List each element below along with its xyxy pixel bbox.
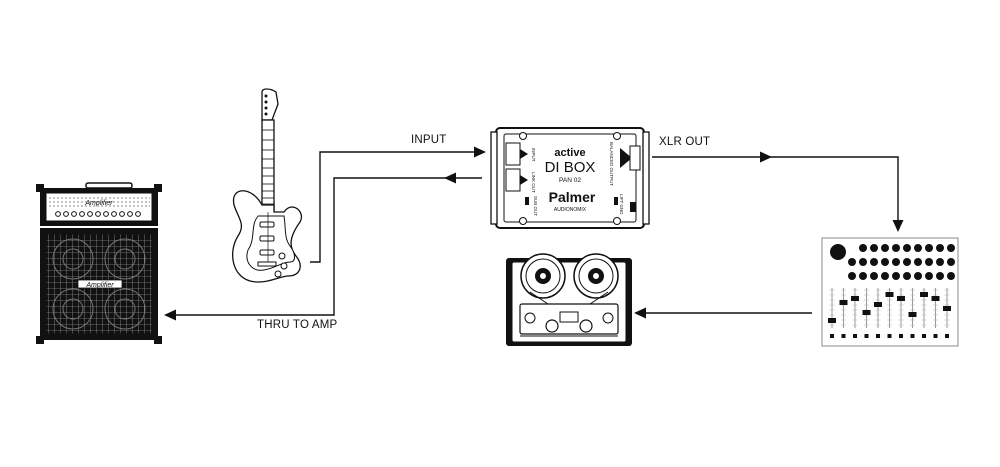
mixer-knob (881, 272, 889, 280)
mixer-fader-cap (828, 318, 836, 323)
recorder-arrow (634, 307, 646, 319)
mixer-mute-button (922, 334, 926, 338)
di-active-label: active (554, 147, 585, 159)
xlr-out-label: XLR OUT (659, 136, 711, 148)
di-link-out-label: LINK OUT (531, 172, 536, 193)
mixer-knob (947, 272, 955, 280)
mixer-knob (870, 244, 878, 252)
mixer-fader-cap (931, 296, 940, 301)
mixer-knob (925, 272, 933, 280)
mixer-fader-cap (885, 292, 894, 297)
mixer-mute-button (830, 334, 834, 338)
mixer-knob (903, 244, 911, 252)
di-sub-brand-label: AUDIONOMIX (554, 207, 587, 213)
mixer-mute-button (910, 334, 915, 338)
electric-guitar-icon (232, 88, 303, 283)
mixer-mute-button (841, 334, 846, 338)
amplifier-icon: Amplifier Amplifier (36, 182, 162, 344)
di-box-icon: INPUT LINK OUT SUB OUT BALANCED OUTPUT L… (490, 127, 650, 229)
mixer-knob (881, 244, 889, 252)
mixer-mute-button (853, 334, 857, 338)
mixer-knob (903, 272, 911, 280)
mixer-fader-cap (943, 306, 951, 311)
mixer-fader-cap (851, 296, 859, 301)
amp-brand-bottom: Amplifier (85, 282, 114, 289)
thru-amp-arrow (164, 309, 176, 321)
mixer-knob (881, 258, 889, 266)
di-model-label: PAN 02 (559, 177, 581, 184)
di-sub-label: SUB OUT (533, 196, 538, 216)
mixer-knob (848, 272, 856, 280)
arrowheads (164, 146, 904, 321)
mixer-knob (936, 272, 944, 280)
mixer-fader-cap (839, 300, 848, 305)
mixer-knob (925, 244, 933, 252)
di-input-label: INPUT (531, 148, 536, 162)
mixer-mute-button (876, 334, 880, 338)
mixer-knob (914, 258, 922, 266)
thru-to-amp-label: THRU TO AMP (257, 319, 338, 331)
di-box-title: DI BOX (545, 159, 596, 176)
reel-to-reel-recorder-icon (506, 253, 632, 346)
xlr-arrow (760, 151, 772, 163)
mixer-fader-cap (920, 292, 928, 297)
mixing-console-icon (821, 237, 959, 347)
mixer-knob (859, 272, 867, 280)
mixer-knob (914, 272, 922, 280)
mixer-mute-button (945, 334, 949, 338)
amp-brand-top: Amplifier (84, 200, 113, 207)
mixer-knob (892, 272, 900, 280)
mixer-knob (914, 244, 922, 252)
mixer-knob (892, 258, 900, 266)
xlr-out-cable (652, 156, 899, 226)
mixer-arrow (892, 220, 904, 232)
mixer-mute-button (899, 334, 903, 338)
mixer-mute-button (933, 334, 938, 338)
mixer-knob (903, 258, 911, 266)
thru-cable (170, 177, 482, 316)
input-arrow (474, 146, 486, 158)
mixer-knob (859, 258, 867, 266)
di-balanced-output-label: BALANCED OUTPUT (609, 142, 614, 186)
mixer-knob (870, 272, 878, 280)
di-lift-label: LIFT GND (619, 194, 624, 215)
mixer-knob (848, 258, 856, 266)
mixer-fader-cap (862, 310, 871, 315)
mixer-fader-cap (874, 302, 882, 307)
mixer-knob (947, 244, 955, 252)
di-brand-label: Palmer (549, 189, 596, 205)
mixer-knob (936, 258, 944, 266)
connection-lines (170, 151, 899, 316)
mixer-knob (936, 244, 944, 252)
mixer-mute-button (887, 334, 892, 338)
mixer-knob (870, 258, 878, 266)
mixer-mute-button (864, 334, 869, 338)
mixer-knob (892, 244, 900, 252)
mixer-knob (925, 258, 933, 266)
input-label: INPUT (411, 134, 447, 146)
thru-return-arrow (444, 172, 456, 184)
input-cable (310, 151, 480, 263)
mixer-knob (947, 258, 955, 266)
mixer-fader-cap (908, 312, 917, 317)
mixer-knob (859, 244, 867, 252)
mixer-fader-cap (897, 296, 905, 301)
